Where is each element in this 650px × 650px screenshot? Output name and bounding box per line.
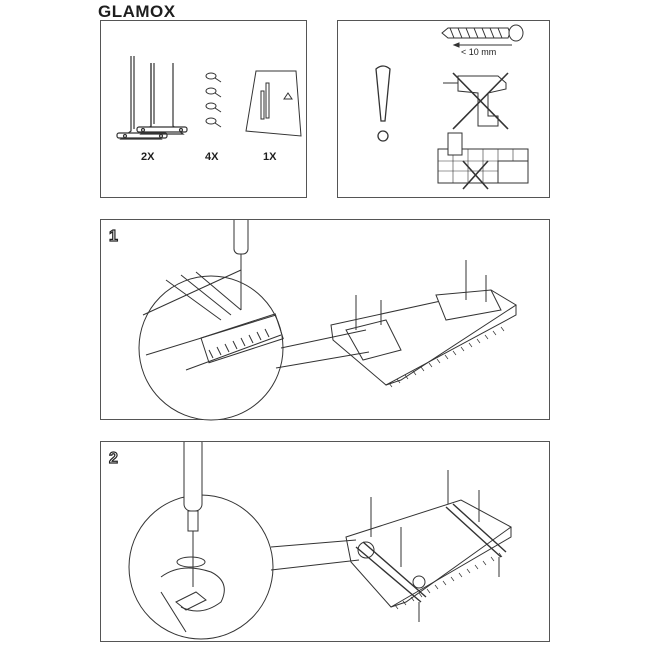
- screw-icon: [206, 73, 221, 127]
- step1-illustration: [101, 220, 551, 421]
- magnifier-circle: [129, 495, 273, 639]
- template-icon: [246, 71, 301, 136]
- heater-icon: [331, 260, 516, 387]
- screw-icon: [442, 25, 523, 47]
- legs-quantity: 2X: [141, 151, 155, 163]
- warning-illustration: [338, 21, 551, 199]
- template-quantity: 1X: [263, 151, 277, 163]
- magnifier-circle: [139, 276, 283, 420]
- screws-quantity: 4X: [205, 151, 219, 163]
- leg-icon: [117, 56, 187, 139]
- exclamation-icon: [376, 66, 390, 141]
- warning-panel: < 10 mm: [337, 20, 550, 198]
- screwdriver-icon: [234, 220, 248, 310]
- step2-panel: 2: [100, 441, 550, 642]
- parts-illustration: [101, 21, 308, 199]
- parts-panel: 2X 4X 1X: [100, 20, 307, 198]
- brand-logo: GLAMOX: [98, 2, 176, 21]
- heater-detail: [143, 270, 283, 370]
- step2-illustration: [101, 442, 551, 643]
- heater-with-legs-icon: [346, 470, 511, 622]
- screwdriver-icon: [184, 442, 202, 587]
- screw-length-label: < 10 mm: [461, 47, 497, 57]
- step1-number: 1: [108, 227, 118, 245]
- step2-number: 2: [108, 449, 118, 467]
- drill-crossed-icon: [443, 73, 508, 129]
- leg-mount-detail: [161, 557, 224, 632]
- bathroom-crossed-icon: [438, 133, 528, 189]
- step1-panel: 1: [100, 219, 550, 420]
